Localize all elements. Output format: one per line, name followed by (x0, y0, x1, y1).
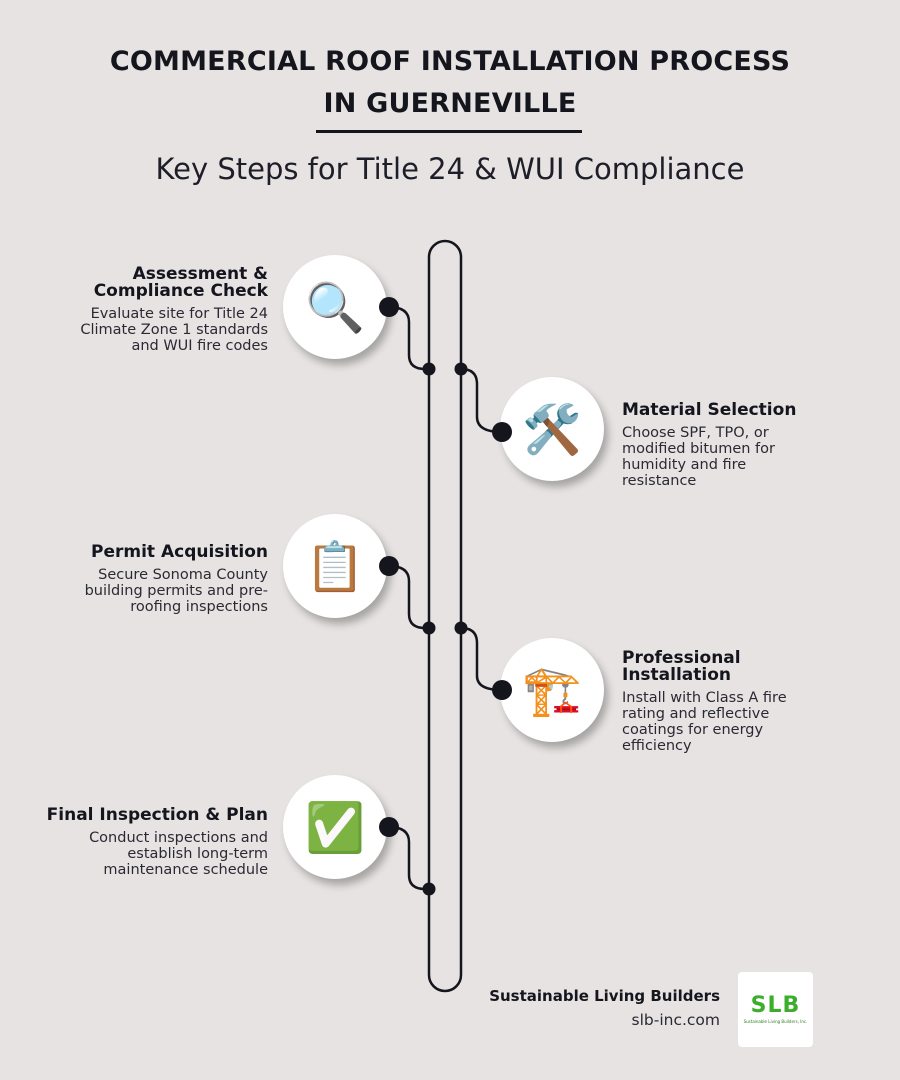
connector-step-2 (460, 367, 503, 434)
company-logo: SLB Sustainable Living Builders, Inc. (738, 972, 813, 1047)
step-2: Material Selection Choose SPF, TPO, or m… (622, 400, 852, 490)
step-1-description: Evaluate site for Title 24 Climate Zone … (80, 306, 268, 354)
junction-dot (454, 621, 468, 635)
track-loop (427, 239, 463, 993)
page-title-line-2: IN GUERNEVILLE (323, 88, 577, 119)
check-mark-icon: ✅ (305, 799, 365, 856)
connector-step-1 (388, 305, 426, 371)
connector-step-5 (388, 825, 426, 891)
step-4-title: Professional Installation (622, 648, 741, 685)
step-2-title: Material Selection (622, 400, 797, 420)
clipboard-icon: 📋 (305, 538, 365, 595)
step-2-icon-circle: 🛠️ (500, 377, 604, 481)
hammer-and-wrench-icon: 🛠️ (522, 401, 582, 458)
step-5: Final Inspection & Plan Conduct inspecti… (18, 805, 268, 879)
magnifying-glass-icon: 🔍 (305, 279, 365, 336)
step-5-description: Conduct inspections and establish long-t… (89, 830, 268, 878)
construction-crane-icon: 🏗️ (522, 662, 582, 719)
logo-subtext: Sustainable Living Builders, Inc. (743, 1019, 808, 1024)
step-3-icon-circle: 📋 (283, 514, 387, 618)
junction-dot (422, 882, 436, 896)
junction-dot (454, 362, 468, 376)
company-name: Sustainable Living Builders (489, 987, 720, 1005)
brand-block: Sustainable Living Builders slb-inc.com (489, 987, 720, 1029)
step-3: Permit Acquisition Secure Sonoma County … (18, 542, 268, 616)
title-underline (316, 130, 582, 133)
junction-dot (422, 621, 436, 635)
page-title-line-1: COMMERCIAL ROOF INSTALLATION PROCESS (109, 46, 791, 77)
step-1-title: Assessment & Compliance Check (93, 264, 268, 301)
step-3-description: Secure Sonoma County building permits an… (84, 567, 268, 615)
logo-mark: SLB (750, 993, 801, 1018)
step-1-icon-circle: 🔍 (283, 255, 387, 359)
connector-step-4 (460, 626, 503, 692)
connector-step-3 (388, 564, 426, 630)
company-website[interactable]: slb-inc.com (631, 1011, 721, 1029)
step-2-description: Choose SPF, TPO, or modified bitumen for… (622, 425, 775, 489)
junction-dot (422, 362, 436, 376)
step-3-title: Permit Acquisition (91, 542, 268, 562)
step-4-icon-circle: 🏗️ (500, 638, 604, 742)
step-5-title: Final Inspection & Plan (46, 805, 268, 825)
page-subtitle: Key Steps for Title 24 & WUI Compliance (155, 152, 745, 186)
step-4: Professional Installation Install with C… (622, 648, 852, 755)
step-1: Assessment & Compliance Check Evaluate s… (18, 264, 268, 355)
step-5-icon-circle: ✅ (283, 775, 387, 879)
step-4-description: Install with Class A fire rating and ref… (622, 690, 787, 754)
